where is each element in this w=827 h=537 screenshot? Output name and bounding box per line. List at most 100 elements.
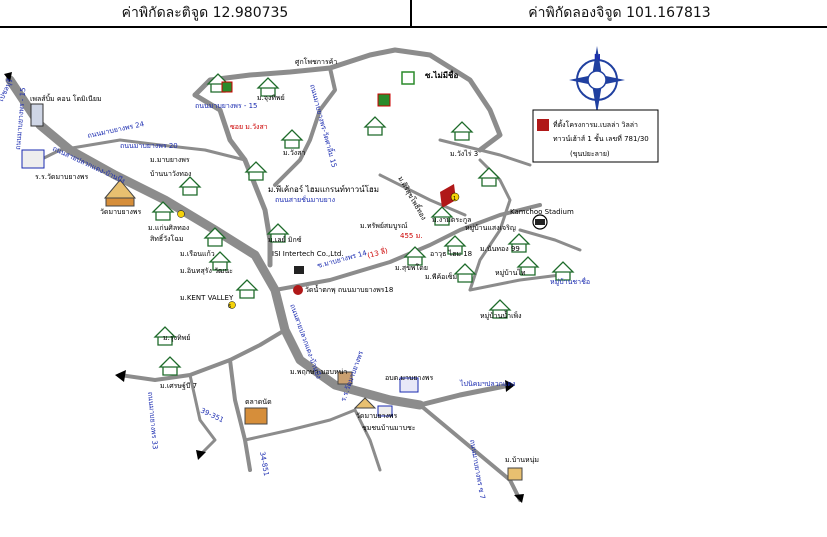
seven-eleven-icon (377, 93, 391, 107)
road-east-top (438, 138, 532, 167)
house-cluster-icon (507, 467, 523, 481)
compass-rose: N (569, 46, 625, 114)
label-kent: ม.KENT VALLEY (180, 294, 234, 302)
longitude-text: ค่าพิกัดลองจิจูด 101.167813 (528, 5, 711, 21)
label-kent-no: 6 (228, 304, 231, 310)
road-14 (273, 203, 542, 292)
label-lay: ม.เลย์ มิกซ์ (268, 236, 302, 244)
road-to-rayong (417, 382, 513, 408)
house-icon (443, 235, 467, 255)
label-ruen: ม.เรือนแก้ว (180, 250, 215, 258)
label-setthi: ม.เศรษฐ์บี 7 (160, 382, 197, 390)
label-to-rayong: ไปนิคมฯปลวกแดง (459, 379, 515, 388)
label-road-7: ถนนมาบยางพร ซ 7 (468, 439, 486, 500)
label-market-2: ตลาดนัด (245, 398, 272, 406)
label-school-1: ร.ร.วัดมาบยางพร (35, 173, 88, 181)
label-wiang: ม.วังไร่ 3 (450, 149, 478, 158)
road-sw-4 (243, 408, 357, 442)
label-road-pw2: ถนนมาบยางพร - 15 (195, 102, 258, 110)
road-24 (58, 138, 247, 162)
label-ratana: ม.อินทสุรัง วัฒนะ (180, 267, 233, 275)
arrow-west-icon (115, 370, 126, 382)
arrow-se-icon (514, 494, 524, 503)
label-road-33: ถนนมาบยางพร 33 (146, 391, 159, 449)
house-icon (208, 251, 232, 271)
road-branch-a (273, 66, 337, 187)
house-icons (151, 73, 575, 376)
project-location-icon (440, 184, 456, 208)
label-osk: อบต.มาบยางพร (385, 374, 433, 382)
map-labels: ไปชลบุรี เพลส์บิ้ม คอน โดมิเนียม ร.ร.วัด… (0, 57, 590, 500)
restaurant-icon (293, 285, 303, 295)
compass-north-label: N (594, 53, 601, 62)
road-sw-2 (228, 358, 252, 472)
house-icon (244, 161, 268, 181)
label-khaew: อาวุธ ไฮม 18 (430, 249, 472, 258)
label-mabyang-18: วัดน้ำตกพุ ถนนมาบยางพร18 (305, 283, 393, 294)
label-chuen: หมู่บ้านชาชื่อ (550, 277, 590, 286)
road-se (418, 403, 522, 502)
label-community: ชุมชนบ้านมาบชะ (362, 424, 416, 432)
project-line-2: ทาวน์เฮ้าส์ 1 ชั้น เลขที่ 781/30 (553, 132, 649, 143)
arrow-sw-icon (196, 450, 206, 460)
house-icon (453, 263, 477, 283)
marker-icon (177, 210, 185, 218)
label-dist-3: 34-851 (258, 451, 270, 477)
house-icon (256, 77, 280, 97)
label-ban-nawon: บ้านนาวังทอง (150, 170, 191, 178)
label-wansa: ม.วังสา (283, 149, 305, 157)
house-icon (403, 246, 427, 266)
project-location-circle (450, 192, 460, 202)
school-icon (377, 405, 393, 417)
label-phattana: ม.พฤกษา มอบหน่า (290, 368, 347, 376)
label-sri: ม.สุขพโดย (395, 263, 428, 272)
condo-building-icon (30, 103, 44, 127)
project-box: ที่ตั้งโครงการม.เบลล่า วิลล่า ทาวน์เฮ้าส… (532, 109, 659, 163)
arrow-chonburi-icon (4, 72, 12, 82)
label-wanda: ซอย ม.วังสา (230, 123, 268, 131)
kent-marker-icon (228, 301, 236, 309)
house-icon (450, 121, 474, 141)
label-dist-1: 455 ม. (400, 232, 422, 240)
arrow-rayong-icon (505, 380, 515, 392)
project-location-no: 1 (453, 196, 456, 202)
label-market: ศูกโพชการค้า (295, 57, 337, 66)
label-jungthip: ม.จุงทิพย์ (257, 94, 285, 102)
project-line-1: ที่ตั้งโครงการม.เบลล่า วิลล่า (553, 118, 638, 129)
label-ngam: ม.งามตระกูล (432, 216, 471, 224)
house-icon (280, 129, 304, 149)
house-icon (516, 256, 540, 276)
label-isi: ISI Intertech Co.,Ltd. (272, 250, 344, 258)
latitude-text: ค่าพิกัดละติจูด 12.980735 (121, 5, 289, 21)
label-baan: หมู่บ้านไท (495, 268, 526, 277)
label-soi: ซ.ไม่มีชื่อ (425, 69, 458, 80)
house-icon (158, 356, 182, 376)
house-icon (363, 116, 387, 136)
house-icon (235, 279, 259, 299)
label-nanthong: ม.นันทอง 99 (480, 245, 520, 253)
road-s (353, 408, 382, 472)
label-mabyang: ม.มาบยางพร (150, 156, 190, 164)
shop-icon (337, 371, 353, 385)
longitude-header: ค่าพิกัดลองจิจูด 101.167813 (412, 0, 827, 28)
label-pcg: ม.พีเค้กอร์ ไฮมแกรนท์ทาวน์โฮม (268, 184, 379, 194)
road-sw-1 (118, 328, 287, 382)
house-icon (153, 326, 177, 346)
house-icon (507, 233, 531, 253)
seven-eleven-icon (401, 71, 415, 85)
label-rak: ม.บ้านหนุ่ม (505, 456, 539, 464)
house-icon (488, 299, 512, 319)
label-kaen: ม.แก่นศิลทอง (148, 224, 189, 232)
house-icon (430, 206, 454, 226)
label-nikkei: ม.พีค้อเซ็ม (425, 272, 457, 281)
label-kaen2: สิทธิ์วังโฉม (150, 233, 184, 243)
label-ngam2: หมู่บ้านแสงเจริญ (465, 224, 516, 232)
house-icon (151, 201, 175, 221)
school-icon (21, 149, 45, 169)
label-road-14b: (13 ลี่) (366, 246, 389, 260)
direction-arrows (4, 72, 524, 503)
road-sw-3 (188, 373, 217, 457)
factory-icon (294, 266, 304, 274)
label-wat: วัดมาบยางพร (100, 208, 142, 216)
